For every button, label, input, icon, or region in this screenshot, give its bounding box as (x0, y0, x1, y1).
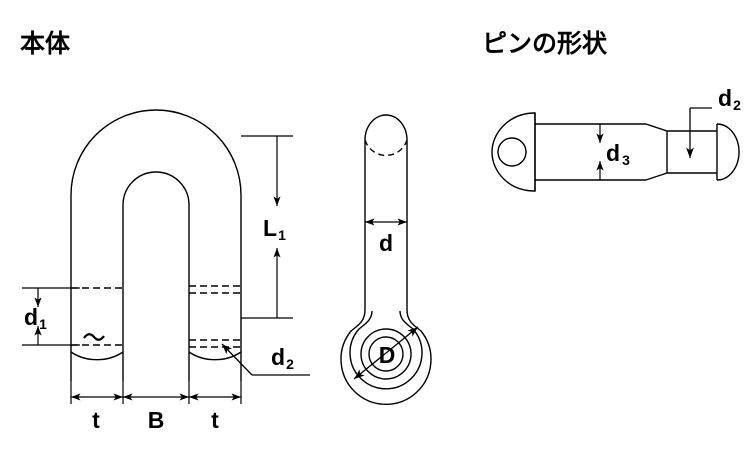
right-leg-hidden-lines (189, 285, 241, 348)
dim-d2-subscript: 2 (286, 356, 294, 372)
dim-D-label: D (379, 342, 396, 368)
pin-taper-bottom (645, 172, 668, 181)
dim-d2b-leader (686, 107, 712, 158)
dim-L1-subscript: 1 (278, 227, 286, 243)
pin-tip-cap (716, 123, 740, 181)
dim-t-right-label: t (211, 407, 219, 433)
dim-L1-label: L (263, 215, 277, 241)
left-leg-bottom-cap (70, 351, 124, 361)
dim-t-left-label: t (92, 407, 100, 433)
shackle-inner-outline (122, 171, 190, 381)
dim-d1-label: d (24, 304, 38, 330)
dim-L1 (241, 135, 293, 319)
pin-head-hole (497, 137, 527, 167)
pin-view-title: ピンの形状 (482, 29, 608, 58)
dim-B-label: B (148, 407, 165, 433)
dim-d1 (22, 287, 80, 346)
dim-D-line (353, 326, 419, 380)
pin-taper-top (645, 123, 668, 132)
dim-d3-label: d (606, 140, 620, 166)
pin-view: d 3 d 2 (491, 85, 741, 192)
shackle-outer-outline (70, 109, 242, 381)
dim-d2b-label: d (718, 85, 732, 111)
body-front-view: L 1 d 1 d 2 (22, 109, 310, 433)
right-leg-bottom-cap (188, 351, 242, 361)
side-eye-outer (340, 309, 432, 405)
dim-D (353, 326, 419, 380)
body-view-title: 本体 (20, 29, 71, 58)
pin-head-outline (491, 112, 536, 192)
dim-d1-subscript: 1 (39, 316, 47, 332)
side-top-hidden-arc (364, 139, 408, 157)
left-leg-hidden-lines (71, 287, 123, 346)
dim-d2b-subscript: 2 (733, 97, 741, 113)
dim-d3-subscript: 3 (622, 152, 630, 168)
dim-d2-leader (221, 343, 310, 376)
dim-bottom-group (70, 381, 242, 404)
body-side-view: d D (340, 114, 432, 405)
break-symbol (83, 333, 105, 341)
dim-d-label: d (379, 230, 393, 256)
dim-d2-label: d (271, 344, 285, 370)
dim-d2-leader-arrow (221, 343, 253, 376)
side-shank-outline (364, 114, 408, 310)
